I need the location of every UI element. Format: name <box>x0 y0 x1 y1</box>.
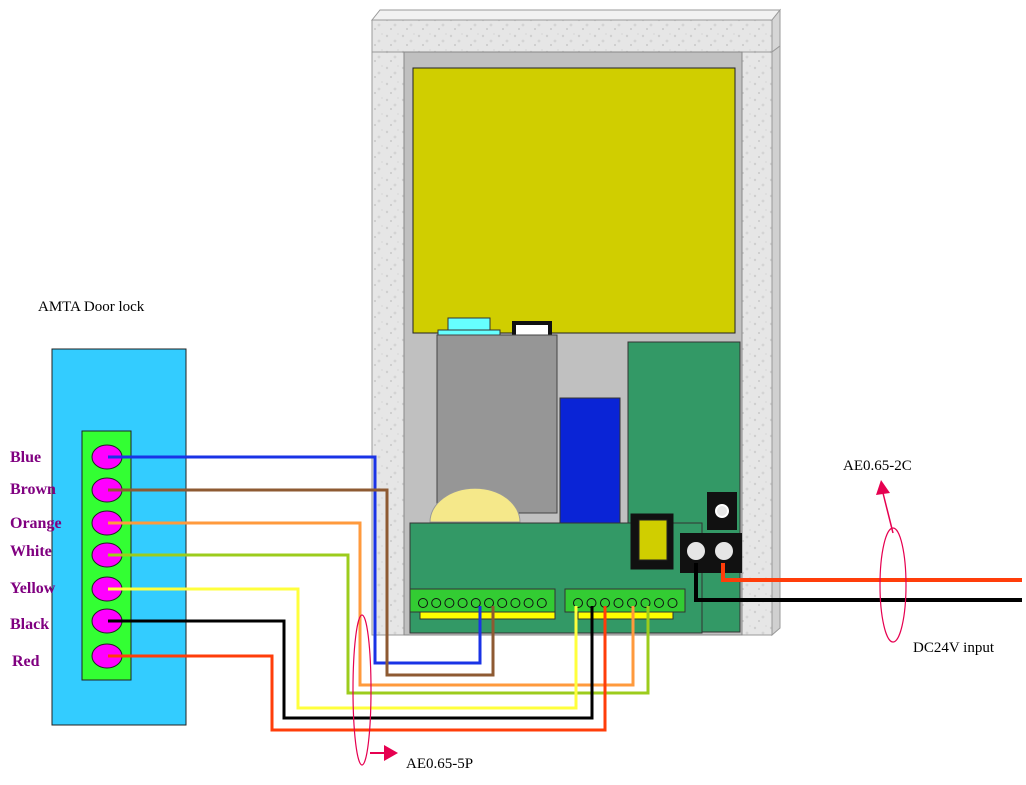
terminal-screw <box>470 598 481 608</box>
wire-label-white: White <box>10 543 52 560</box>
power-wire-black <box>694 563 1022 602</box>
arrow-5p <box>370 745 398 761</box>
terminal-screw <box>457 598 468 608</box>
cable-bundle-ellipse-2c <box>879 527 907 643</box>
terminal-screw <box>444 598 455 608</box>
power-terminal-screw-2 <box>713 540 735 562</box>
terminal-screw <box>613 598 624 608</box>
arrow-2c <box>876 480 894 534</box>
terminal-screw <box>654 598 664 608</box>
wire-label-orange: Orange <box>10 515 62 532</box>
wire-label-brown: Brown <box>10 481 56 498</box>
power-terminal-screw-1 <box>685 540 707 562</box>
wire-label-blue: Blue <box>10 449 41 466</box>
buzzer <box>429 487 521 523</box>
terminal-screw <box>431 598 442 608</box>
terminal-screw <box>640 598 651 608</box>
dc-jack-inner <box>638 519 668 561</box>
power-input-label: DC24V input <box>913 640 995 656</box>
cable-bundle-ellipse-5p <box>352 614 372 766</box>
lcd-panel <box>412 67 736 334</box>
wire-blue <box>108 455 482 665</box>
relay <box>559 397 621 524</box>
terminal-block-left <box>409 588 556 620</box>
terminal-screw <box>497 598 508 608</box>
wire-label-red: Red <box>12 653 40 670</box>
terminal-screw <box>418 598 428 608</box>
terminal-screw <box>484 598 494 608</box>
wire-white <box>108 553 650 695</box>
wire-orange <box>108 521 635 687</box>
reset-button-cap <box>715 504 729 518</box>
wire-label-black: Black <box>10 616 49 633</box>
wire-red <box>108 606 607 732</box>
wire-brown <box>108 488 495 677</box>
power-wire-red <box>721 563 1022 582</box>
power-wires <box>694 563 1022 602</box>
door-lock-title: AMTA Door lock <box>38 299 145 315</box>
terminal-block-right <box>564 588 686 620</box>
terminal-screw <box>510 598 521 608</box>
terminal-screw <box>667 598 678 608</box>
terminal-screw <box>523 598 534 608</box>
terminal-screw <box>536 598 547 608</box>
wire-black <box>108 606 594 720</box>
cable-label-2c: AE0.65-2C <box>843 458 912 474</box>
wire-yellow <box>108 587 578 710</box>
wire-label-yellow: Yellow <box>10 580 56 597</box>
main-module <box>436 334 558 514</box>
cable-label-5p: AE0.65-5P <box>406 756 473 772</box>
terminal-screw <box>573 598 583 608</box>
